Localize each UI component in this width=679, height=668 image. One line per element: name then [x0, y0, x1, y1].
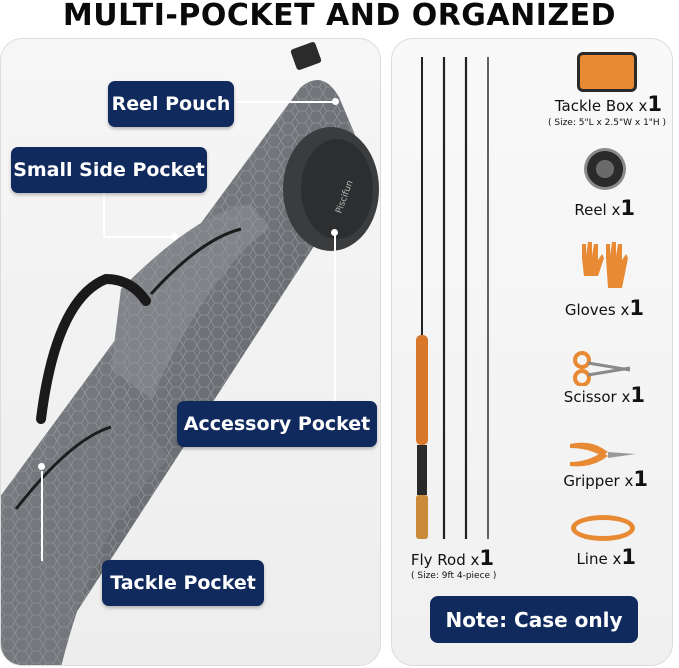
scissor-icon [572, 350, 632, 387]
note-case-only-badge: Note: Case only [430, 596, 638, 643]
leader-dot [331, 229, 338, 236]
leader-dot [38, 463, 45, 470]
gripper-icon [568, 438, 638, 472]
item-label-reel: Reel x1 [574, 196, 635, 220]
tackle-box-icon [577, 52, 637, 92]
leader-dot [171, 233, 178, 240]
callout-reel-pouch: Reel Pouch [108, 81, 234, 127]
leader-line [334, 234, 336, 404]
leader-line [236, 101, 336, 103]
leader-line [103, 189, 105, 237]
callout-accessory-pocket: Accessory Pocket [177, 401, 377, 447]
case-photo-panel: Piscifun Reel Pouch Small Side Pocket Ac… [0, 38, 381, 666]
rod-case-illustration: Piscifun [1, 42, 379, 665]
fly-rod-illustration [416, 57, 489, 539]
item-size-fly-rod: ( Size: 9ft 4-piece ) [411, 571, 497, 581]
leader-line [103, 236, 175, 238]
gloves-icon [578, 238, 630, 292]
item-label-tackle-box: Tackle Box x1 [554, 92, 662, 116]
reel-icon [584, 148, 626, 190]
item-label-gloves: Gloves x1 [564, 296, 644, 320]
line-icon [571, 515, 635, 541]
contents-panel [391, 38, 673, 666]
item-size-tackle-box: ( Size: 5"L x 2.5"W x 1"H ) [548, 118, 667, 128]
callout-tackle-pocket: Tackle Pocket [102, 560, 264, 606]
item-label-fly-rod: Fly Rod x1 [410, 546, 494, 570]
leader-dot [332, 98, 339, 105]
page-title: MULTI-POCKET AND ORGANIZED [62, 0, 617, 33]
item-label-line: Line x1 [576, 545, 636, 569]
callout-small-side-pocket: Small Side Pocket [11, 147, 207, 193]
item-label-scissor: Scissor x1 [563, 383, 645, 407]
leader-line [41, 471, 43, 561]
item-label-gripper: Gripper x1 [563, 467, 648, 491]
